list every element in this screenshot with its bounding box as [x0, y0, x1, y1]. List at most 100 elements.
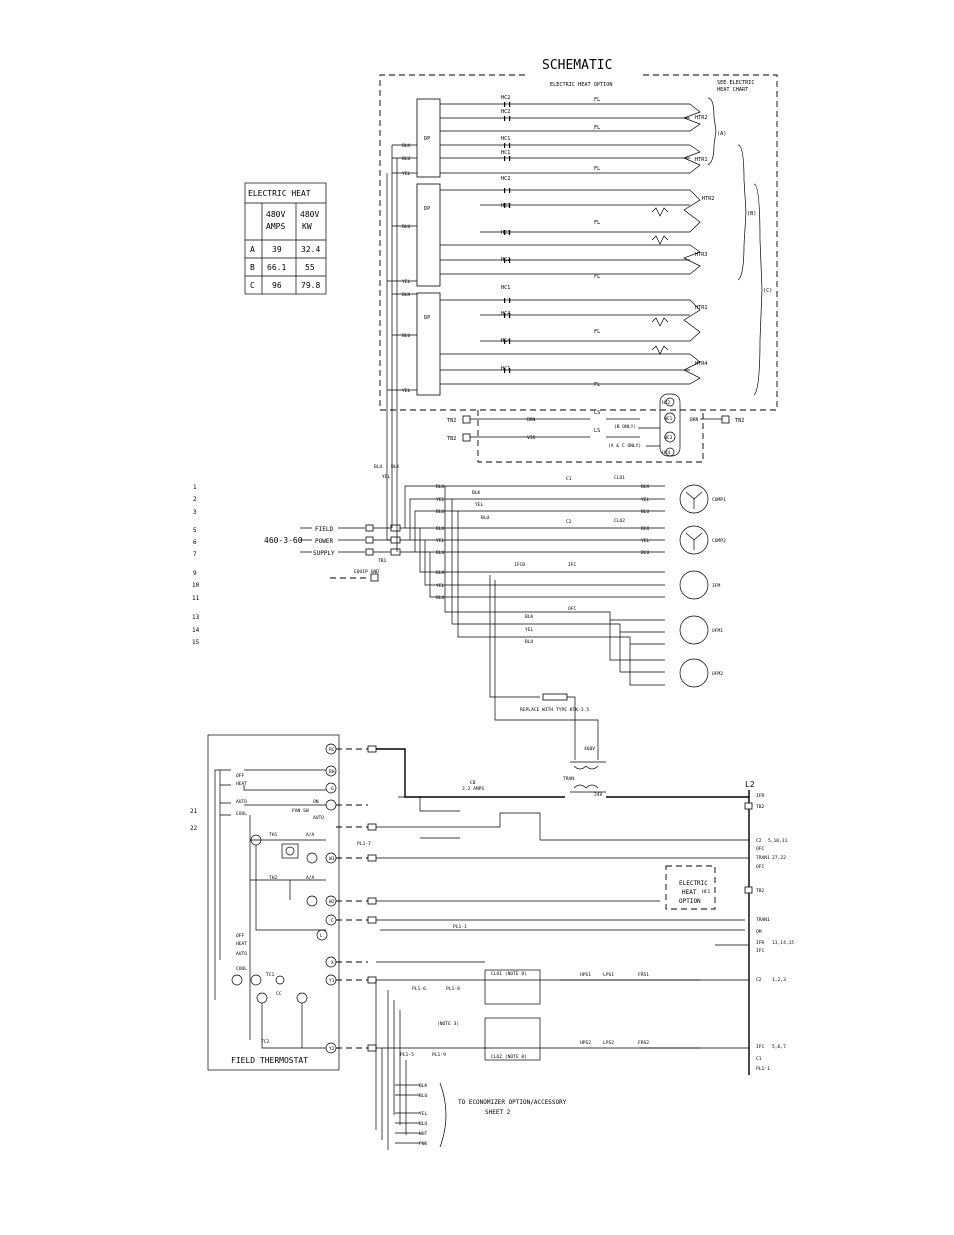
econ-wire-label: BLU [419, 1093, 428, 1099]
tb1-label: TB1 [378, 558, 387, 564]
econ-wire-label: WHT [419, 1131, 428, 1137]
bus-label: IFR [756, 940, 765, 946]
schematic-title: SCHEMATIC [542, 58, 612, 73]
bus-ref: 5,6,7 [772, 1044, 786, 1050]
tc2-label: TC2 [261, 1039, 270, 1045]
wire-blk-label: BLK [641, 526, 650, 532]
ifcb-label: IFCB [514, 562, 525, 568]
line-number: 5 [193, 527, 197, 534]
line-number: 14 [192, 627, 200, 634]
contactor-label: HC1 [501, 366, 510, 372]
fuse-link-label: FL [594, 125, 600, 131]
wire-yel-label: YEL [641, 538, 650, 544]
th2-label: TH2 [269, 875, 278, 881]
tb2-terminal [462, 415, 471, 424]
contactor-label: HC1 [501, 285, 510, 291]
econ-wire-label: YEL [419, 1111, 428, 1117]
wire-label-blk: BLK [402, 292, 411, 298]
comp2-label: COMP2 [712, 538, 726, 544]
th1-label: TH1 [269, 832, 278, 838]
supply-label: SUPPLY [313, 550, 335, 557]
wire-blu-label: BLU [481, 515, 490, 521]
tb2-label: TB2 [447, 436, 456, 442]
bus-label: PL1-1 [756, 1066, 770, 1072]
switch-label: AUTO [236, 799, 247, 805]
lps2-label: LPS2 [603, 1040, 614, 1046]
tc1-label: TC1 [266, 972, 275, 978]
thermostat-terminal: C [331, 918, 334, 924]
power-section: 1 2 3 5 6 7 9 10 11 13 14 15 FIELD POWER… [192, 464, 726, 798]
thermostat-terminal: L [320, 933, 323, 939]
heat-table-col1-unit: AMPS [266, 222, 285, 231]
hc-coil-label: HC4 [662, 450, 671, 456]
power-label: POWER [315, 538, 333, 545]
heat-table-row-kw: 32.4 [301, 245, 320, 254]
bus-ref: 1,2,3 [772, 977, 786, 983]
wire-blk-label: BLK [391, 464, 400, 470]
field-thermostat-box [207, 734, 340, 1071]
disconnect-block [416, 98, 441, 178]
thermostat-terminal: G [331, 786, 334, 792]
wire-label-yel: YEL [402, 171, 411, 177]
plug-label: PL1-8 [446, 986, 460, 992]
heat-table-title: ELECTRIC HEAT [248, 189, 311, 198]
dp-label: DP [424, 136, 430, 142]
bus-label: IFR [756, 793, 765, 799]
wire-vio-label: VIO [527, 435, 536, 441]
wire-label-yel: YEL [402, 279, 411, 285]
plug-label: PL1-9 [432, 1052, 446, 1058]
group-a-label: (A) [717, 131, 726, 137]
wire-blk-label: BLK [436, 526, 445, 532]
econ-wire-label: PNK [419, 1141, 428, 1147]
wire-brn-label: BRN [690, 417, 699, 423]
c1-label: C1 [566, 476, 572, 482]
field-label: FIELD [315, 526, 333, 533]
switch-label: AUTO [236, 951, 247, 957]
thermostat-terminal: X [331, 960, 334, 966]
contactor-label: HC3 [501, 230, 510, 236]
field-thermostat-label: FIELD THERMOSTAT [231, 1056, 308, 1065]
contactor-label: HC1 [501, 150, 510, 156]
bus-label: TB2 [756, 888, 765, 894]
fuse-link-label: FL [594, 382, 600, 388]
heat-table-row-amps: 39 [272, 245, 282, 254]
comp1-label: COMP1 [712, 497, 726, 503]
c2-label: C2 [566, 519, 572, 525]
contactor-label: HC2 [501, 109, 510, 115]
contactor-label: HC2 [501, 257, 510, 263]
thermostat-terminal: RH [329, 769, 335, 775]
wire-blu-label: BLU [436, 595, 445, 601]
switch-label: FAN SW [292, 808, 309, 814]
wire-blu-label: BLU [641, 509, 650, 515]
lps1-label: LPS1 [603, 972, 614, 978]
a-c-only-note: (A & C ONLY) [608, 443, 641, 449]
thermostat-terminal: Y1 [329, 978, 335, 984]
contactor-label: HC3 [501, 203, 510, 209]
bus-label: IFC [756, 1044, 765, 1050]
heat-table-col2: 480V [300, 210, 319, 219]
plug-label: PL1-6 [412, 986, 426, 992]
wire-yel-label: YEL [436, 497, 445, 503]
electric-heat-option-label: ELECTRIC HEAT OPTION [550, 82, 612, 88]
wire-blk-label: BLK [436, 484, 445, 490]
bus-label: OM [756, 929, 762, 935]
line-number: 3 [193, 509, 197, 516]
equip-gnd-label: EQUIP GND [354, 569, 379, 575]
line-number: 11 [192, 595, 200, 602]
hps2-label: HPS2 [580, 1040, 591, 1046]
bus-label: C2 [756, 977, 762, 983]
bus-ref: 5,10,11 [768, 838, 788, 844]
line-number: 2 [193, 496, 197, 503]
wire-yel-label: YEL [641, 497, 650, 503]
wire-brn-label: BRN [527, 417, 536, 423]
fuse-link-label: FL [594, 329, 600, 335]
heater-label: HTR4 [695, 361, 708, 367]
see-chart-label: SEE ELECTRIC [717, 80, 754, 86]
plug-label: PL1-7 [357, 841, 371, 847]
wire-label-blu: BLU [402, 156, 411, 162]
wire-yel-label: YEL [382, 474, 391, 480]
plug-label: PL1-1 [453, 924, 467, 930]
outdoor-fan-motor-2 [679, 658, 709, 688]
wire-blk-label: BLK [525, 614, 534, 620]
electric-heat-box-label: ELECTRIC [679, 880, 708, 887]
